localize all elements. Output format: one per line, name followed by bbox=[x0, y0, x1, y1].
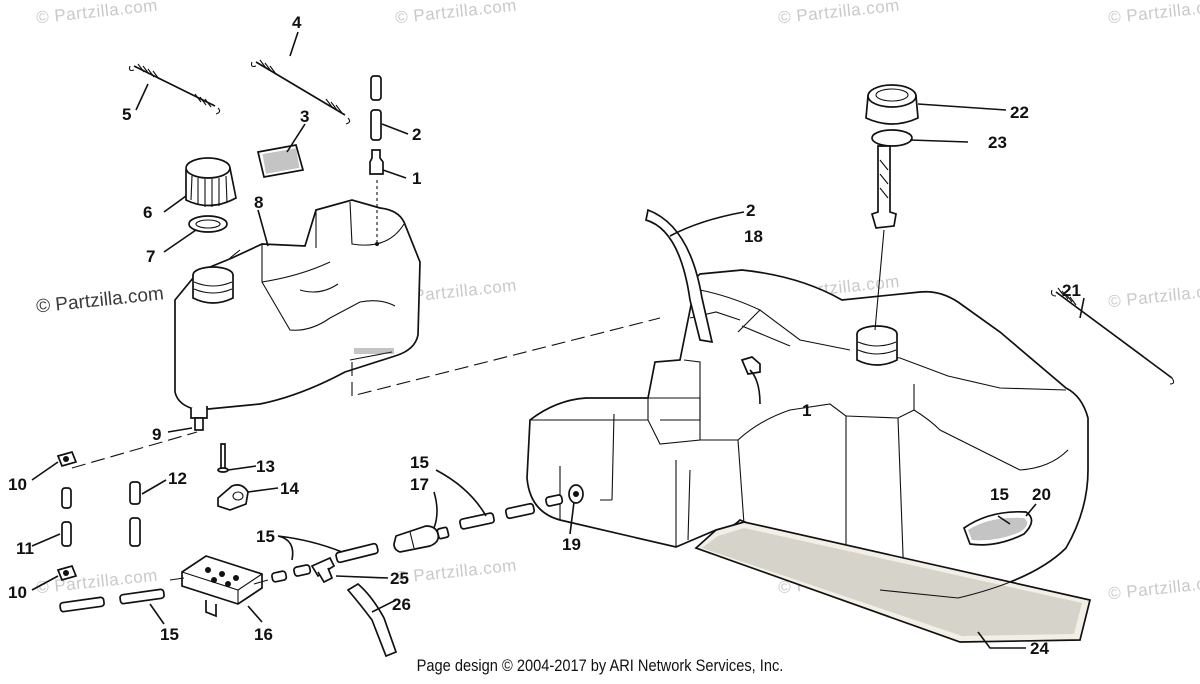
tank-rod bbox=[1050, 287, 1175, 385]
spring-5 bbox=[128, 63, 221, 115]
spring-4 bbox=[250, 59, 351, 125]
callout-11: 11 bbox=[16, 539, 34, 558]
callout-10: 10 bbox=[8, 475, 27, 494]
callout-20: 20 bbox=[1032, 485, 1051, 504]
callout-14: 14 bbox=[280, 479, 299, 498]
dash-leader bbox=[351, 317, 661, 397]
callout-1: 1 bbox=[802, 401, 811, 420]
hose-15-right bbox=[335, 542, 379, 564]
callout-17: 17 bbox=[410, 475, 429, 494]
callout-21: 21 bbox=[1062, 281, 1081, 300]
callout-13: 13 bbox=[256, 457, 275, 476]
callout-15: 15 bbox=[410, 453, 429, 472]
callout-9: 9 bbox=[152, 425, 161, 444]
vent-hose-upper bbox=[369, 75, 384, 175]
tank-mat bbox=[694, 521, 1092, 643]
callout-26: 26 bbox=[392, 595, 411, 614]
callout-19: 19 bbox=[562, 535, 581, 554]
hose-12 bbox=[129, 481, 141, 505]
callout-8: 8 bbox=[254, 193, 263, 212]
callout-6: 6 bbox=[143, 203, 152, 222]
callout-15: 15 bbox=[256, 527, 275, 546]
callout-2: 2 bbox=[412, 125, 421, 144]
hose-11 bbox=[61, 487, 72, 509]
callout-7: 7 bbox=[146, 247, 155, 266]
callout-10: 10 bbox=[8, 583, 27, 602]
callout-1: 1 bbox=[412, 169, 421, 188]
callout-numbers: 4 5 3 2 1 6 8 7 9 10 11 10 12 13 14 15 1… bbox=[8, 13, 1081, 658]
oil-tank-cap bbox=[185, 157, 237, 207]
hose-26 bbox=[346, 582, 398, 658]
decal bbox=[256, 144, 305, 178]
vent-hose-fuel bbox=[645, 208, 714, 344]
oil-cap-gasket bbox=[188, 215, 228, 233]
callout-5: 5 bbox=[122, 105, 131, 124]
hose-15-left bbox=[59, 596, 105, 613]
fuel-pump bbox=[169, 555, 269, 618]
fuel-tank bbox=[526, 269, 1089, 599]
leader-lines bbox=[31, 31, 1085, 649]
callout-25: 25 bbox=[390, 569, 409, 588]
copyright-footer: Page design © 2004-2017 by ARI Network S… bbox=[416, 656, 784, 675]
screw-clip bbox=[217, 443, 249, 511]
oil-tank bbox=[174, 199, 421, 431]
callout-12: 12 bbox=[168, 469, 187, 488]
fuel-cap-gauge bbox=[865, 84, 919, 229]
callout-15: 15 bbox=[990, 485, 1009, 504]
hose-15-mid bbox=[271, 570, 288, 583]
tee-fitting bbox=[310, 556, 336, 584]
callout-18: 18 bbox=[744, 227, 763, 246]
callout-24: 24 bbox=[1030, 639, 1049, 658]
clamp-bottom bbox=[56, 564, 78, 582]
callout-2: 2 bbox=[746, 201, 755, 220]
callout-23: 23 bbox=[988, 133, 1007, 152]
clamp-top bbox=[56, 450, 78, 468]
callout-16: 16 bbox=[254, 625, 273, 644]
callout-4: 4 bbox=[292, 13, 302, 32]
callout-15: 15 bbox=[160, 625, 179, 644]
fuel-filter bbox=[393, 525, 450, 553]
dash-leader bbox=[71, 431, 198, 469]
callout-22: 22 bbox=[1010, 103, 1029, 122]
callout-3: 3 bbox=[300, 107, 309, 126]
